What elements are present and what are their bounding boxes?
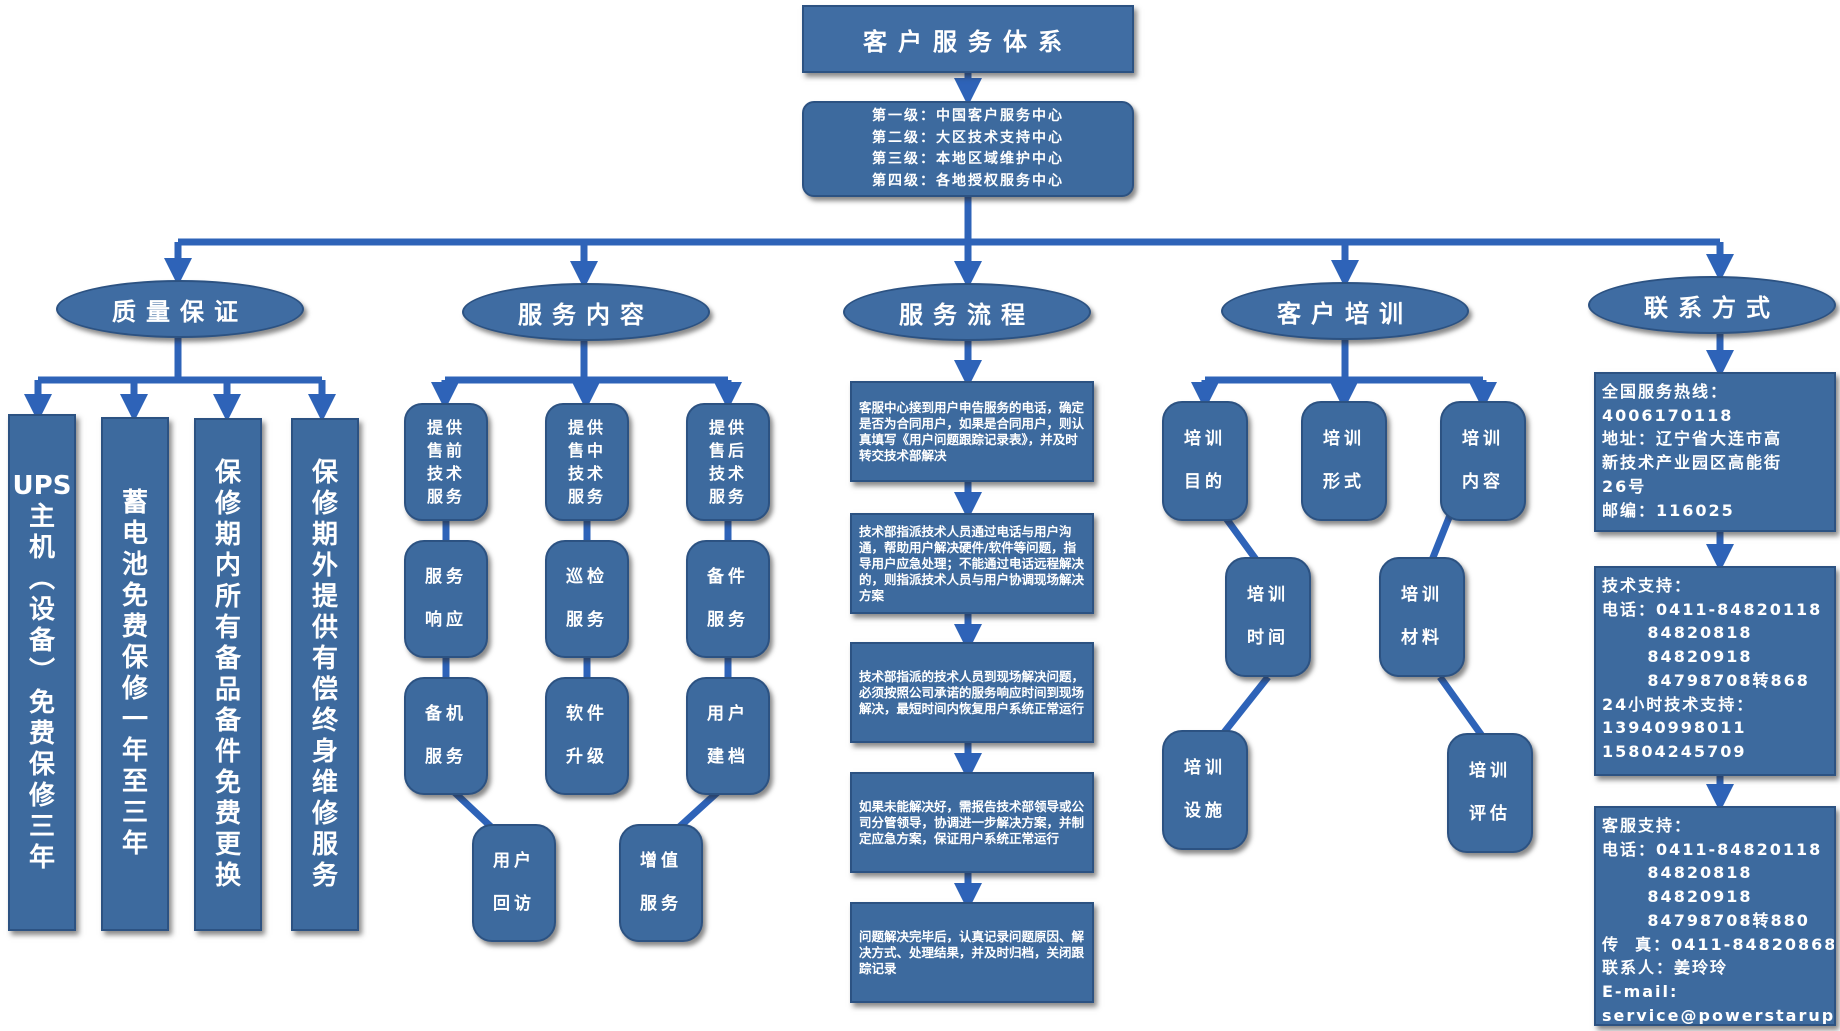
category-quality-assurance: 质量保证 — [56, 280, 304, 338]
level-2: 第二级：大区技术支持中心 — [872, 129, 1064, 146]
training-material: 培训 材料 — [1379, 557, 1465, 677]
content-backup-service: 备机 服务 — [404, 677, 488, 795]
content-user-revisit: 用户 回访 — [472, 824, 556, 942]
content-in-sale-support: 提供 售中 技术 服务 — [545, 403, 629, 521]
process-step-2: 技术部指派技术人员通过电话与用户沟通，帮助用户解决硬件/软件等问题，指导用户应急… — [850, 513, 1094, 614]
level-4: 第四级：各地授权服务中心 — [872, 172, 1064, 189]
content-spare-parts-service: 备件 服务 — [686, 540, 770, 658]
training-evaluation: 培训 评估 — [1447, 733, 1533, 853]
process-step-5: 问题解决完毕后，认真记录问题原因、解决方式、处理结果，并及时归档，关闭跟踪记录 — [850, 902, 1094, 1003]
training-form: 培训 形式 — [1301, 401, 1387, 521]
content-inspection-service: 巡检 服务 — [545, 540, 629, 658]
content-user-file: 用户 建档 — [686, 677, 770, 795]
training-time: 培训 时间 — [1225, 557, 1311, 677]
service-levels-box: 第一级：中国客户服务中心 第二级：大区技术支持中心 第三级：本地区域维护中心 第… — [802, 101, 1134, 197]
quality-item-free-parts: 保修期内所有备品备件免费更换 — [194, 418, 262, 931]
training-content: 培训 内容 — [1440, 401, 1526, 521]
level-1: 第一级：中国客户服务中心 — [872, 108, 1064, 124]
content-software-upgrade: 软件 升级 — [545, 677, 629, 795]
contact-customer-service: 客服支持： 电话：0411-84820118 84820818 84820918… — [1594, 806, 1836, 1026]
training-purpose: 培训 目的 — [1162, 401, 1248, 521]
process-step-3: 技术部指派的技术人员到现场解决问题，必须按照公司承诺的服务响应时间到现场解决，最… — [850, 642, 1094, 743]
category-service-process: 服务流程 — [843, 283, 1091, 341]
process-step-1: 客服中心接到用户申告服务的电话，确定是否为合同用户，如果是合同用户，则认真填写《… — [850, 381, 1094, 482]
level-3: 第三级：本地区域维护中心 — [872, 151, 1064, 167]
category-contact-info: 联系方式 — [1588, 276, 1836, 334]
training-facility: 培训 设施 — [1162, 730, 1248, 850]
quality-item-battery-warranty: 蓄电池免费保修一年至三年 — [101, 417, 169, 931]
content-pre-sale-support: 提供 售前 技术 服务 — [404, 403, 488, 521]
category-customer-training: 客户培训 — [1221, 282, 1469, 340]
category-service-content: 服务内容 — [462, 283, 710, 341]
content-after-sale-support: 提供 售后 技术 服务 — [686, 403, 770, 521]
content-value-added-service: 增值 服务 — [619, 824, 703, 942]
quality-item-paid-repair: 保修期外提供有偿终身维修服务 — [291, 418, 359, 931]
content-service-response: 服务 响应 — [404, 540, 488, 658]
contact-hotline-address: 全国服务热线： 4006170118 地址：辽宁省大连市高 新技术产业园区高能街… — [1594, 372, 1836, 532]
contact-tech-support: 技术支持： 电话：0411-84820118 84820818 84820918… — [1594, 566, 1836, 776]
process-step-4: 如果未能解决好，需报告技术部领导或公司分管领导，协调进一步解决方案，并制定应急方… — [850, 772, 1094, 873]
diagram-title: 客户服务体系 — [802, 5, 1134, 73]
